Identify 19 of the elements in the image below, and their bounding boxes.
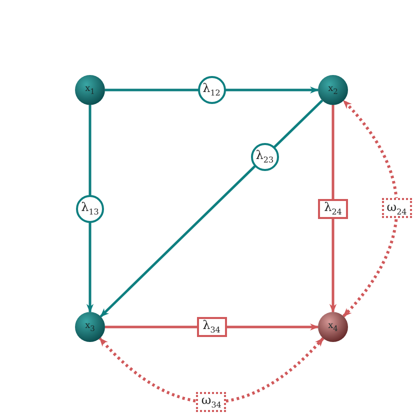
dotted-arrow xyxy=(342,100,398,318)
arrow xyxy=(100,100,324,318)
sphere-node xyxy=(318,75,348,105)
node-label: x$_{2}$ xyxy=(328,84,338,96)
sphere-node xyxy=(75,312,105,342)
arrow xyxy=(329,105,337,313)
edge-label-text: ω$_{34}$ xyxy=(201,394,222,410)
edge-label-text: λ$_{13}$ xyxy=(81,200,99,216)
edge-label-text: λ$_{24}$ xyxy=(324,200,342,216)
node-label: x$_{1}$ xyxy=(85,84,95,96)
node-label: x$_{4}$ xyxy=(328,322,338,332)
edge-label-text: λ$_{23}$ xyxy=(256,148,274,164)
node-label: x$_{3}$ xyxy=(85,322,95,332)
sphere-node xyxy=(318,312,348,342)
edge-label-text: λ$_{34}$ xyxy=(202,319,220,335)
dotted-arrow xyxy=(98,337,324,404)
edge-label-text: ω$_{24}$ xyxy=(386,200,407,216)
edge-label-text: λ$_{12}$ xyxy=(202,82,220,98)
sphere-node xyxy=(75,75,105,105)
